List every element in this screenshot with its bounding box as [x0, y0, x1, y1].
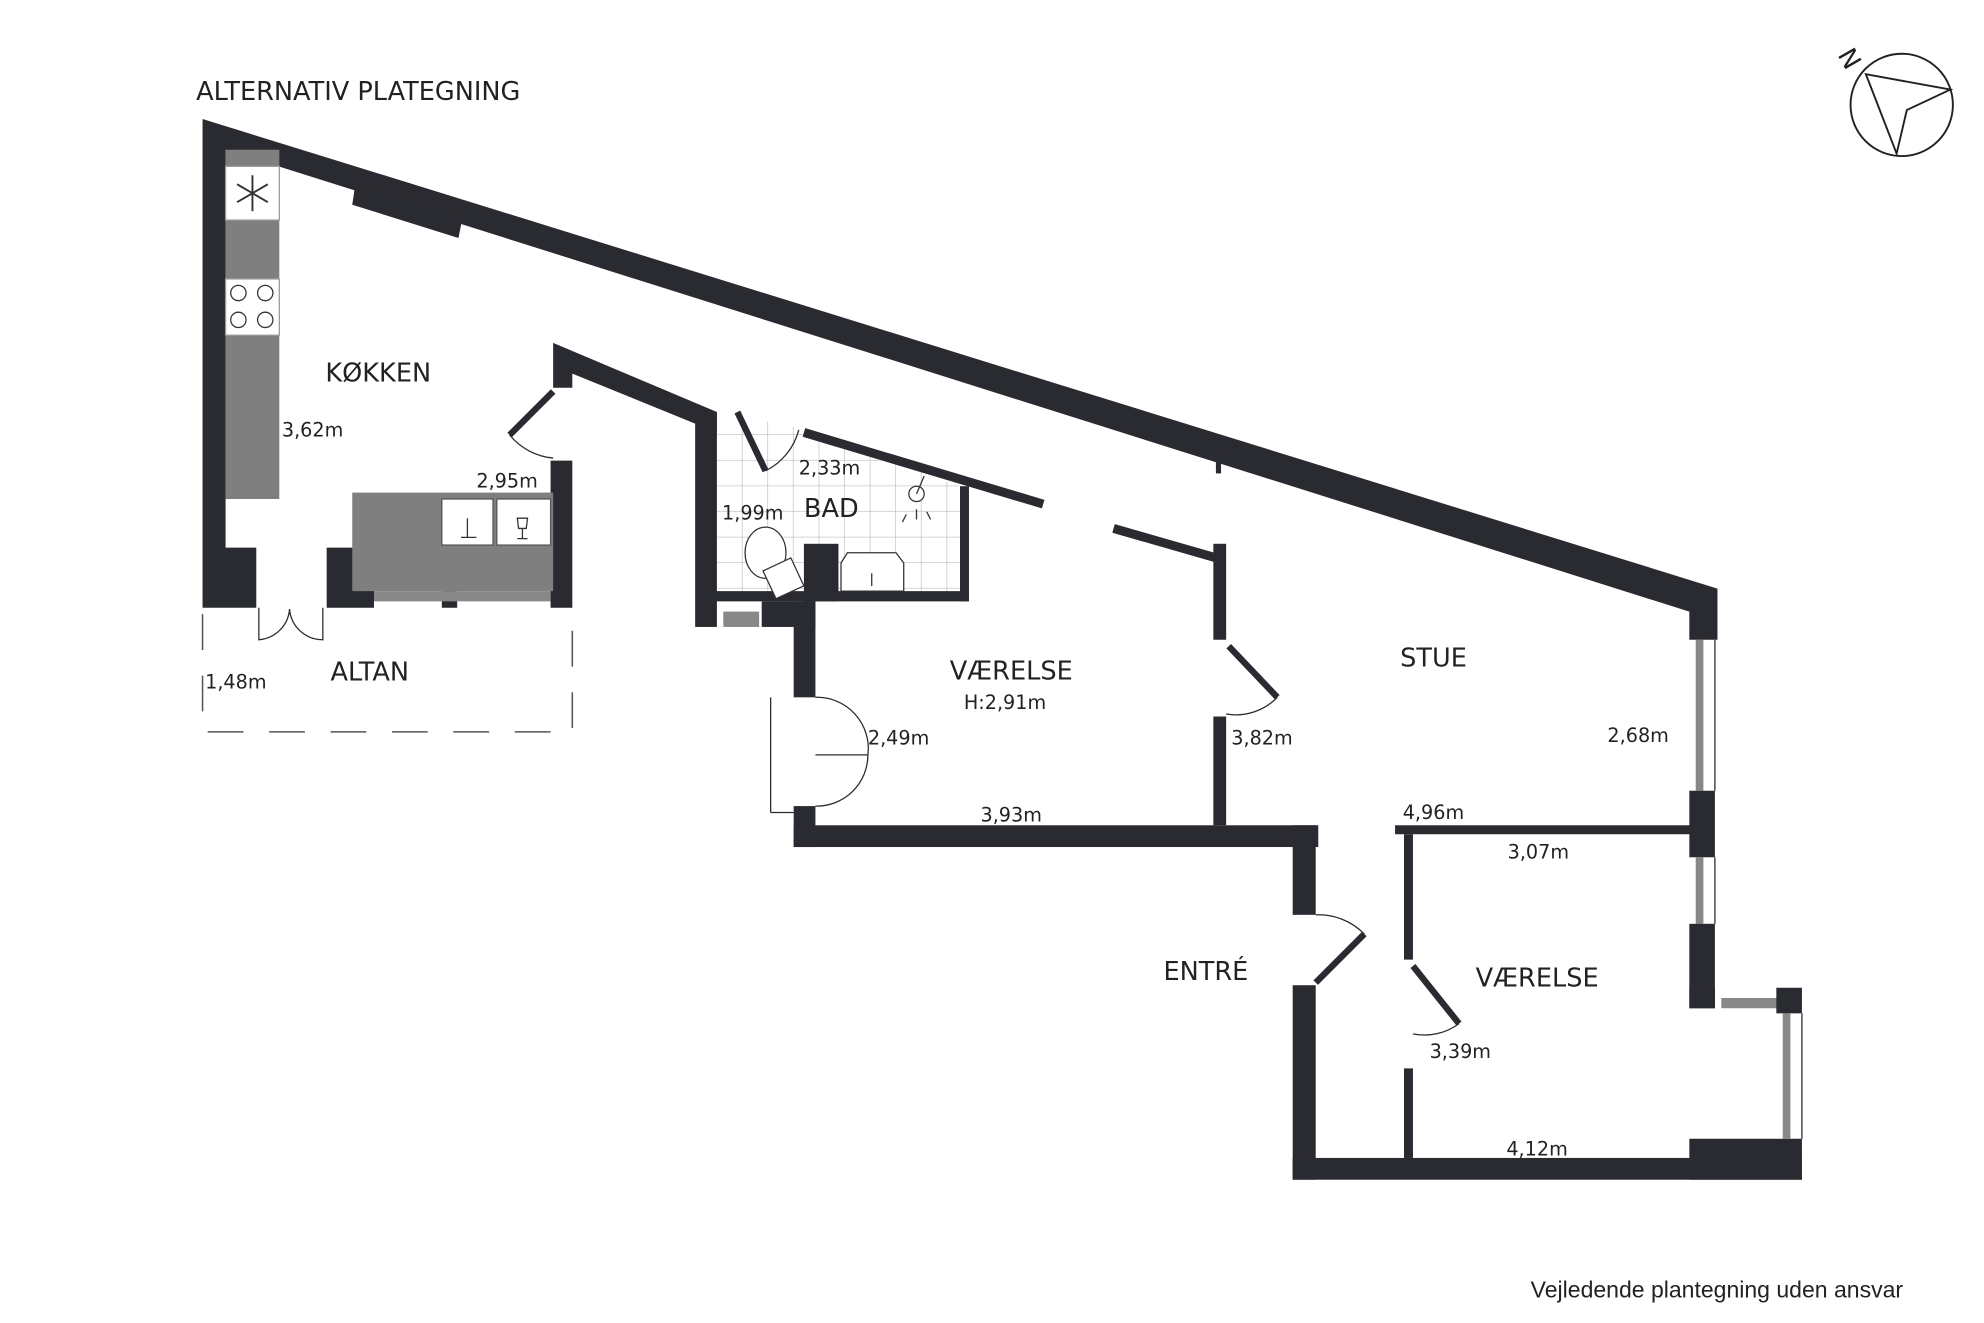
doors — [201, 389, 1462, 1036]
room-label-bedroom-2: VÆRELSE — [1476, 963, 1599, 993]
kitchen-dim-2: 2,95m — [476, 469, 537, 492]
plan-title: ALTERNATIV PLATEGNING — [196, 77, 520, 107]
living-dim-3: 4,96m — [1403, 801, 1464, 824]
room-label-balcony: ALTAN — [331, 658, 410, 688]
disclaimer: Vejledende plantegning uden ansvar — [1531, 1276, 1904, 1302]
compass-north-label: N — [1831, 43, 1867, 75]
compass-icon: N — [1831, 43, 1954, 158]
bedroom-1-dim-2: 3,93m — [980, 803, 1041, 826]
sink-icon — [441, 498, 494, 546]
bedroom-2-dim-2: 3,39m — [1430, 1040, 1491, 1063]
bedroom-2-dim-1: 3,07m — [1508, 841, 1569, 864]
bedroom-1-dim-1: 2,49m — [868, 727, 929, 750]
room-label-living: STUE — [1400, 644, 1467, 674]
fridge-icon — [224, 165, 280, 221]
bedroom-1-height: H:2,91m — [964, 691, 1046, 714]
room-label-kitchen: KØKKEN — [325, 358, 431, 388]
washbasin-icon — [840, 552, 905, 592]
room-label-bath: BAD — [804, 494, 859, 524]
bath-dim-2: 1,99m — [722, 501, 783, 524]
toilet-icon — [744, 526, 805, 600]
stove-icon — [224, 278, 280, 336]
living-dim-1: 3,82m — [1231, 727, 1292, 750]
room-label-bedroom-1: VÆRELSE — [950, 656, 1073, 686]
room-label-entrance: ENTRÉ — [1163, 957, 1248, 987]
walls — [202, 118, 1803, 1180]
living-dim-2: 2,68m — [1607, 724, 1668, 747]
bedroom-2-dim-3: 4,12m — [1506, 1137, 1567, 1160]
dishwasher-icon — [496, 498, 552, 546]
kitchen-dim-1: 3,62m — [282, 418, 343, 441]
balcony-dim: 1,48m — [205, 670, 266, 693]
bath-dim-1: 2,33m — [799, 457, 860, 480]
shower-icon — [901, 475, 932, 523]
